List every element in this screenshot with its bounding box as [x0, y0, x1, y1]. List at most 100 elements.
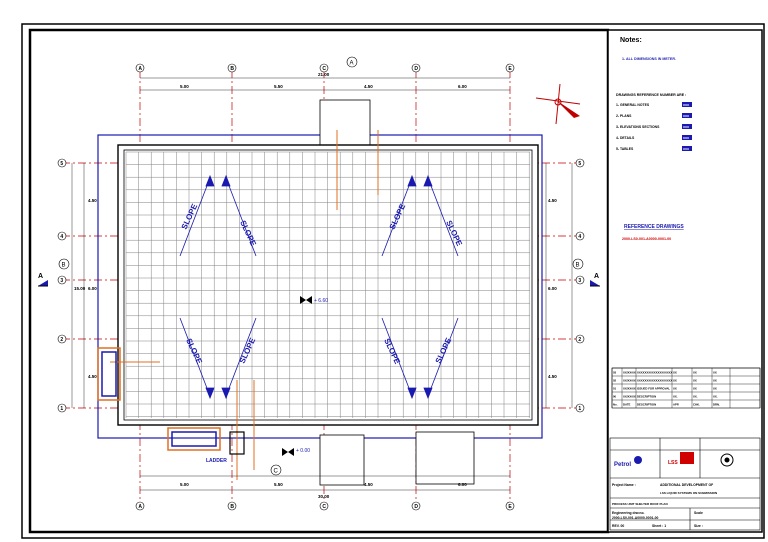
reference-drawings-heading: REFERENCE DRAWINGS: [624, 224, 684, 230]
grid-bubble-label: E: [508, 504, 512, 510]
svg-text:4- DETAILS: 4- DETAILS: [616, 136, 635, 140]
grid-bubble-label: D: [414, 504, 418, 510]
revision-table-cell: 00: [613, 395, 617, 399]
grid-bubble-label: A: [138, 504, 142, 510]
svg-text:3- ELEVATIONS SECTIONS: 3- ELEVATIONS SECTIONS: [616, 125, 660, 129]
svg-text:Engineering drw.no.: Engineering drw.no.: [612, 511, 645, 515]
note-1: 1- ALL DIMENSIONS IN METER.: [622, 57, 676, 61]
grid-bubble-label: 3: [578, 278, 581, 284]
svg-text:Project Name :: Project Name :: [612, 483, 636, 487]
top-access: [319, 99, 371, 146]
revision-table-cell: No.: [613, 403, 618, 407]
svg-text:6.00: 6.00: [88, 286, 97, 291]
svg-text:LSS LIQUID SYSTEMS ON SUBMISSI: LSS LIQUID SYSTEMS ON SUBMISSION: [660, 491, 717, 495]
svg-text:A: A: [594, 273, 599, 280]
revision-table-cell: XX: [673, 379, 677, 383]
grid-bubble-label: 4: [60, 234, 63, 240]
revision-table-cell: DATE: [623, 403, 631, 407]
svg-text:4.50: 4.50: [88, 374, 97, 379]
lss-logo: LSS: [668, 460, 678, 466]
grid-bubble: [57, 158, 67, 168]
revision-table-cell: XX: [693, 387, 697, 391]
revision-table-cell: XX: [693, 371, 697, 375]
grid-bubble-label: 5: [60, 161, 63, 167]
svg-text:2- PLANS: 2- PLANS: [616, 114, 632, 118]
grid-bubble: [227, 63, 237, 73]
revision-table-cell: XX.: [713, 395, 718, 399]
grid-bubble: [319, 63, 329, 73]
north-arrow-icon: [535, 83, 581, 125]
roof-slab: [117, 144, 539, 426]
svg-text:5.00: 5.00: [180, 84, 189, 89]
grid-bubble: [575, 231, 585, 241]
grid-bubble-label: E: [508, 66, 512, 72]
grid-bubble: [57, 275, 67, 285]
ladder-label: LADDER: [206, 458, 227, 464]
grid-bubble-label: A: [138, 66, 142, 72]
svg-text:XXX: XXX: [683, 147, 689, 151]
petrol-logo: Petrol: [614, 462, 631, 468]
slab-grid: [125, 151, 530, 418]
revision-table-cell: 03: [613, 371, 617, 375]
svg-text:A: A: [38, 273, 43, 280]
revision-table-cell: 01: [613, 387, 617, 391]
revision-table-cell: XX/XX/XX: [623, 387, 636, 391]
grid-bubble: [505, 63, 515, 73]
revision-table-cell: 02: [613, 379, 617, 383]
grid-bubble: [411, 63, 421, 73]
svg-text:XXX: XXX: [683, 103, 689, 107]
revision-table-cell: XX: [713, 387, 717, 391]
svg-text:4.50: 4.50: [548, 198, 557, 203]
level-marker-center: + 6.60: [300, 296, 328, 304]
reference-drawing-no: 2000-LS0-001-A0000-0001-00: [622, 237, 671, 241]
logos: Petrol LSS: [614, 452, 734, 468]
ref-heading: DRAWINGS REFERENCE NUMBER ARE :: [616, 93, 686, 97]
grid-bubble-label: 5: [578, 161, 581, 167]
revision-table-cell: XX/XX/XX: [623, 395, 636, 399]
dimension-texts: 21.00 5.00 5.50 4.50 6.00 5.00 5.50 4.50…: [74, 72, 557, 499]
revision-table-cell: DESCRIPTION: [637, 403, 656, 407]
grid-bubble: [575, 275, 585, 285]
svg-text:5.50: 5.50: [274, 84, 283, 89]
svg-text:XXX: XXX: [683, 136, 689, 140]
svg-text:Scale: Scale: [694, 511, 703, 515]
level-marker-bottom: + 0.00: [282, 448, 310, 456]
title-block: [609, 437, 761, 531]
section-mark-left: A: [38, 273, 48, 287]
bottom-access-left: [319, 434, 365, 486]
drain-pipes: [110, 130, 379, 480]
revision-table-cell: XX: [693, 379, 697, 383]
revision-table-cell: DESCRIPTION: [637, 395, 656, 399]
grid-bubble: [319, 501, 329, 511]
svg-text:+ 0.00: + 0.00: [296, 448, 310, 454]
svg-text:6.00: 6.00: [458, 84, 467, 89]
bottom-access-right: [415, 431, 475, 485]
slope-arrows: [179, 174, 459, 400]
grid-bubble-label: D: [414, 66, 418, 72]
svg-text:C: C: [274, 469, 279, 475]
reference-list: 1- GENERAL NOTES 2- PLANS 3- ELEVATIONS …: [616, 102, 692, 151]
svg-text:6.00: 6.00: [548, 286, 557, 291]
revision-table-cell: APP.: [673, 403, 679, 407]
dimension-lines: [71, 77, 573, 491]
revision-table-cell: CHK.: [693, 403, 700, 407]
revision-table-cell: ISSUED FOR APPROVAL: [637, 387, 670, 391]
svg-text:15.00: 15.00: [74, 286, 86, 291]
svg-text:Sheet : 1: Sheet : 1: [652, 524, 666, 528]
svg-text:5.50: 5.50: [274, 482, 283, 487]
grid-bubble-label: C: [322, 66, 326, 72]
grid-bubble-label: C: [322, 504, 326, 510]
svg-text:ADDITIONAL DEVELOPMENT OF: ADDITIONAL DEVELOPMENT OF: [660, 483, 713, 487]
svg-text:XXX: XXX: [683, 125, 689, 129]
ladder-symbol: [97, 347, 245, 455]
revision-table-cell: DRN.: [713, 403, 720, 407]
grid-bubble: [505, 501, 515, 511]
svg-text:2000-LS0-001-A0000-0001-00: 2000-LS0-001-A0000-0001-00: [612, 516, 658, 520]
notes-heading: Notes:: [620, 37, 642, 44]
revision-table-cell: XX/XX/XX: [623, 379, 636, 383]
grid-bubble: [575, 403, 585, 413]
